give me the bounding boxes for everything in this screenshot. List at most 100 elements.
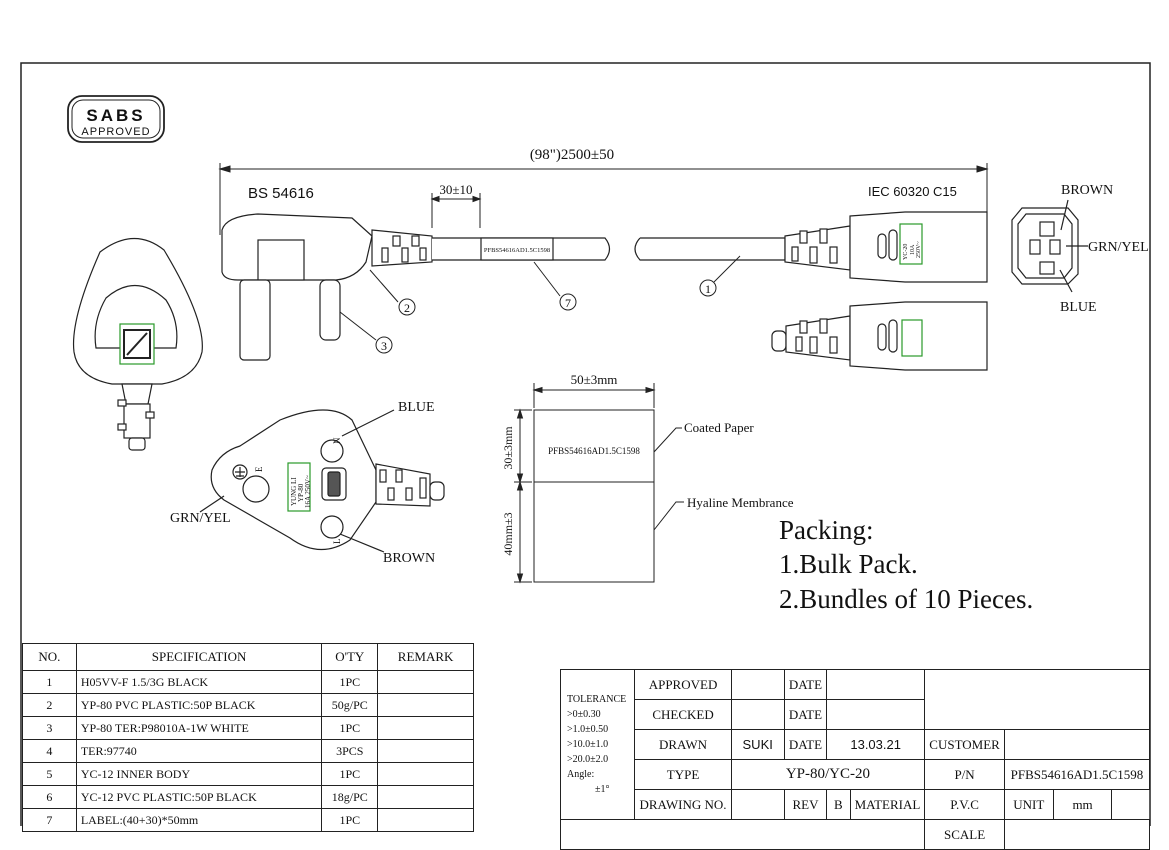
drawn-date-label: DATE (783, 729, 828, 760)
tolerance-line: ±1° (595, 784, 610, 795)
pin-l: L (332, 539, 342, 545)
plug-rear-view (72, 237, 203, 451)
bom-spec: TER:97740 (75, 739, 323, 763)
balloon-3: 3 (381, 339, 387, 353)
svg-text:YC-20: YC-20 (903, 244, 909, 260)
scale-label: SCALE (924, 819, 1005, 850)
svg-text:YUNG LI: YUNG LI (290, 477, 298, 506)
drawn-by-value: SUKI (730, 729, 785, 760)
checked-value (730, 699, 785, 730)
logo-brand: SABS (86, 106, 145, 125)
plug-side-view (221, 213, 786, 361)
scale-value (1003, 819, 1151, 850)
pn-label: P/N (924, 759, 1005, 790)
tolerance-line: >1.0±0.50 (567, 724, 609, 735)
bom-spec: YC-12 PVC PLASTIC:50P BLACK (75, 785, 323, 809)
label-height-paper-dim: 30±3mm (501, 426, 515, 470)
bom-qty: 18g/PC (321, 785, 379, 809)
strip-dimension (430, 193, 482, 228)
material-label: MATERIAL (849, 789, 926, 820)
title-filler (559, 819, 926, 850)
label-width-dim: 50±3mm (571, 372, 618, 387)
logo-text: APPROVED (81, 126, 150, 138)
checked-date-label: DATE (783, 699, 828, 730)
connector-grnyel-label: GRN/YEL (1088, 240, 1149, 255)
bom-no: 5 (22, 762, 77, 786)
balloon-2: 2 (404, 301, 410, 315)
bom-spec: YC-12 INNER BODY (75, 762, 323, 786)
bom-no: 7 (22, 808, 77, 832)
bom-header-remark: REMARK (377, 643, 474, 671)
bom-spec: H05VV-F 1.5/3G BLACK (75, 670, 323, 694)
bom-header-row: NO. SPECIFICATION O'TY REMARK (22, 643, 474, 671)
drawing-no-label: DRAWING NO. (634, 789, 732, 820)
svg-text:10A: 10A (910, 244, 916, 255)
bom-remark (377, 808, 474, 832)
rev-value: B (826, 789, 851, 820)
plug-face-text: YUNG LI YP-80 16A 250V~ (290, 475, 312, 508)
bom-remark (377, 693, 474, 717)
connector-front-face (1011, 199, 1088, 293)
approved-value (730, 669, 785, 700)
bom-qty: 50g/PC (321, 693, 379, 717)
bom-spec: YP-80 TER:P98010A-1W WHITE (75, 716, 323, 740)
bom-spec: LABEL:(40+30)*50mm (75, 808, 323, 832)
bom-no: 3 (22, 716, 77, 740)
bom-remark (377, 739, 474, 763)
drawing-no-value (730, 789, 785, 820)
bom-no: 1 (22, 670, 77, 694)
bom-no: 4 (22, 739, 77, 763)
balloon-7: 7 (565, 296, 571, 310)
tolerance-title: TOLERANCE (567, 694, 627, 705)
bom-qty: 1PC (321, 762, 379, 786)
checked-label: CHECKED (634, 699, 732, 730)
connector-brown-label: BROWN (1061, 183, 1113, 198)
connector-standard-label: IEC 60320 C15 (868, 184, 957, 199)
plug-front-face (199, 409, 445, 553)
tolerance-line: >0±0.30 (567, 709, 601, 720)
bom-remark (377, 785, 474, 809)
packing-line-2: 2.Bundles of 10 Pieces. (779, 584, 1033, 614)
tolerance-line: >10.0±1.0 (567, 739, 609, 750)
svg-text:YP-80: YP-80 (297, 483, 305, 502)
bom-qty: 1PC (321, 808, 379, 832)
rev-label: REV (783, 789, 828, 820)
bom-qty: 3PCS (321, 739, 379, 763)
tolerance-line: Angle: (567, 769, 595, 780)
unit-value: mm (1052, 789, 1113, 820)
overall-length-label: (98")2500±50 (530, 147, 614, 163)
checked-date-value (826, 699, 926, 730)
bom-no: 6 (22, 785, 77, 809)
customer-value (1003, 729, 1151, 760)
connector-face-text: YC-20 10A 250V~ (903, 241, 922, 260)
customer-label: CUSTOMER (924, 729, 1005, 760)
bom-remark (377, 716, 474, 740)
bom-qty: 1PC (321, 716, 379, 740)
packing-title: Packing: (779, 515, 874, 545)
packing-line-1: 1.Bulk Pack. (779, 549, 918, 579)
bom-header-spec: SPECIFICATION (75, 643, 323, 671)
approved-date-value (826, 669, 926, 700)
approved-date-label: DATE (783, 669, 828, 700)
tolerance-line: >20.0±2.0 (567, 754, 609, 765)
drawing-sheet: SABS APPROVED (98")2500±50 30±10 BS 5461… (20, 62, 1151, 826)
plug-brown-label: BROWN (383, 551, 435, 566)
balloon-1: 1 (705, 282, 711, 296)
bom-remark (377, 762, 474, 786)
title-blank-area (924, 669, 1150, 730)
bom-spec: YP-80 PVC PLASTIC:50P BLACK (75, 693, 323, 717)
cord-marking: PFBS54616AD1.5C1598 (484, 247, 550, 254)
overall-dimension (218, 163, 989, 235)
plug-blue-label: BLUE (398, 400, 435, 415)
type-label: TYPE (634, 759, 732, 790)
callout-hyaline-membrane: Hyaline Membrance (687, 495, 794, 510)
svg-text:16A 250V~: 16A 250V~ (304, 475, 312, 508)
drawn-label: DRAWN (634, 729, 732, 760)
bom-header-no: NO. (22, 643, 77, 671)
pn-value: PFBS54616AD1.5C1598 (1003, 759, 1151, 790)
